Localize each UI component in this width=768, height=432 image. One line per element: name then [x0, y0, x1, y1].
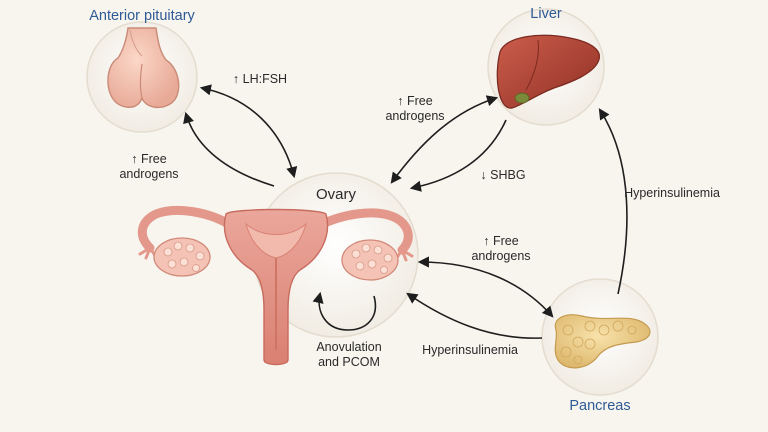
free-androgens-pancreas-line2: androgens: [471, 249, 531, 263]
hyperinsulinemia-ovary-label: Hyperinsulinemia: [422, 343, 518, 357]
free-androgens-pituitary-line2: androgens: [119, 167, 179, 181]
pancreas-title: Pancreas: [569, 398, 631, 414]
free-androgens-liver-label: ↑ Free androgens: [374, 94, 456, 124]
arrow-pancreas-to-liver: [598, 108, 628, 295]
lh-fsh-label: ↑ LH:FSH: [232, 72, 288, 86]
free-androgens-pancreas-label: ↑ Free androgens: [460, 234, 542, 264]
liver-title: Liver: [530, 6, 562, 22]
left-ovary-illustration: [153, 237, 211, 277]
anovulation-label: Anovulation and PCOM: [306, 340, 392, 370]
free-androgens-liver-line1: ↑ Free: [397, 94, 433, 108]
hyperinsulinemia-liver-label: Hyperinsulinemia: [624, 186, 720, 200]
arrow-liver-to-ovary: [409, 119, 507, 192]
liver-illustration: [496, 34, 600, 109]
uterus-illustration: [137, 205, 414, 366]
arrow-ovary-to-pancreas: [417, 256, 554, 318]
arrow-pancreas-to-ovary: [406, 292, 543, 339]
free-androgens-pituitary-line1: ↑ Free: [131, 152, 167, 166]
free-androgens-pancreas-line1: ↑ Free: [483, 234, 519, 248]
pituitary-title: Anterior pituitary: [89, 8, 195, 24]
arrow-pituitary-to-ovary: [199, 84, 298, 179]
arrow-anovulation-loop: [312, 291, 377, 331]
shbg-label: ↓ SHBG: [480, 168, 526, 182]
anovulation-line1: Anovulation: [316, 340, 382, 354]
pancreas-illustration: [554, 314, 651, 369]
anovulation-line2: and PCOM: [318, 355, 380, 369]
ovary-title: Ovary: [315, 186, 356, 203]
pituitary-gland-illustration: [107, 27, 180, 109]
free-androgens-liver-line2: androgens: [385, 109, 445, 123]
right-ovary-illustration: [341, 239, 399, 281]
free-androgens-pituitary-label: ↑ Free androgens: [108, 152, 190, 182]
arrow-ovary-to-pituitary: [183, 111, 275, 187]
arrow-ovary-to-liver: [390, 95, 499, 184]
